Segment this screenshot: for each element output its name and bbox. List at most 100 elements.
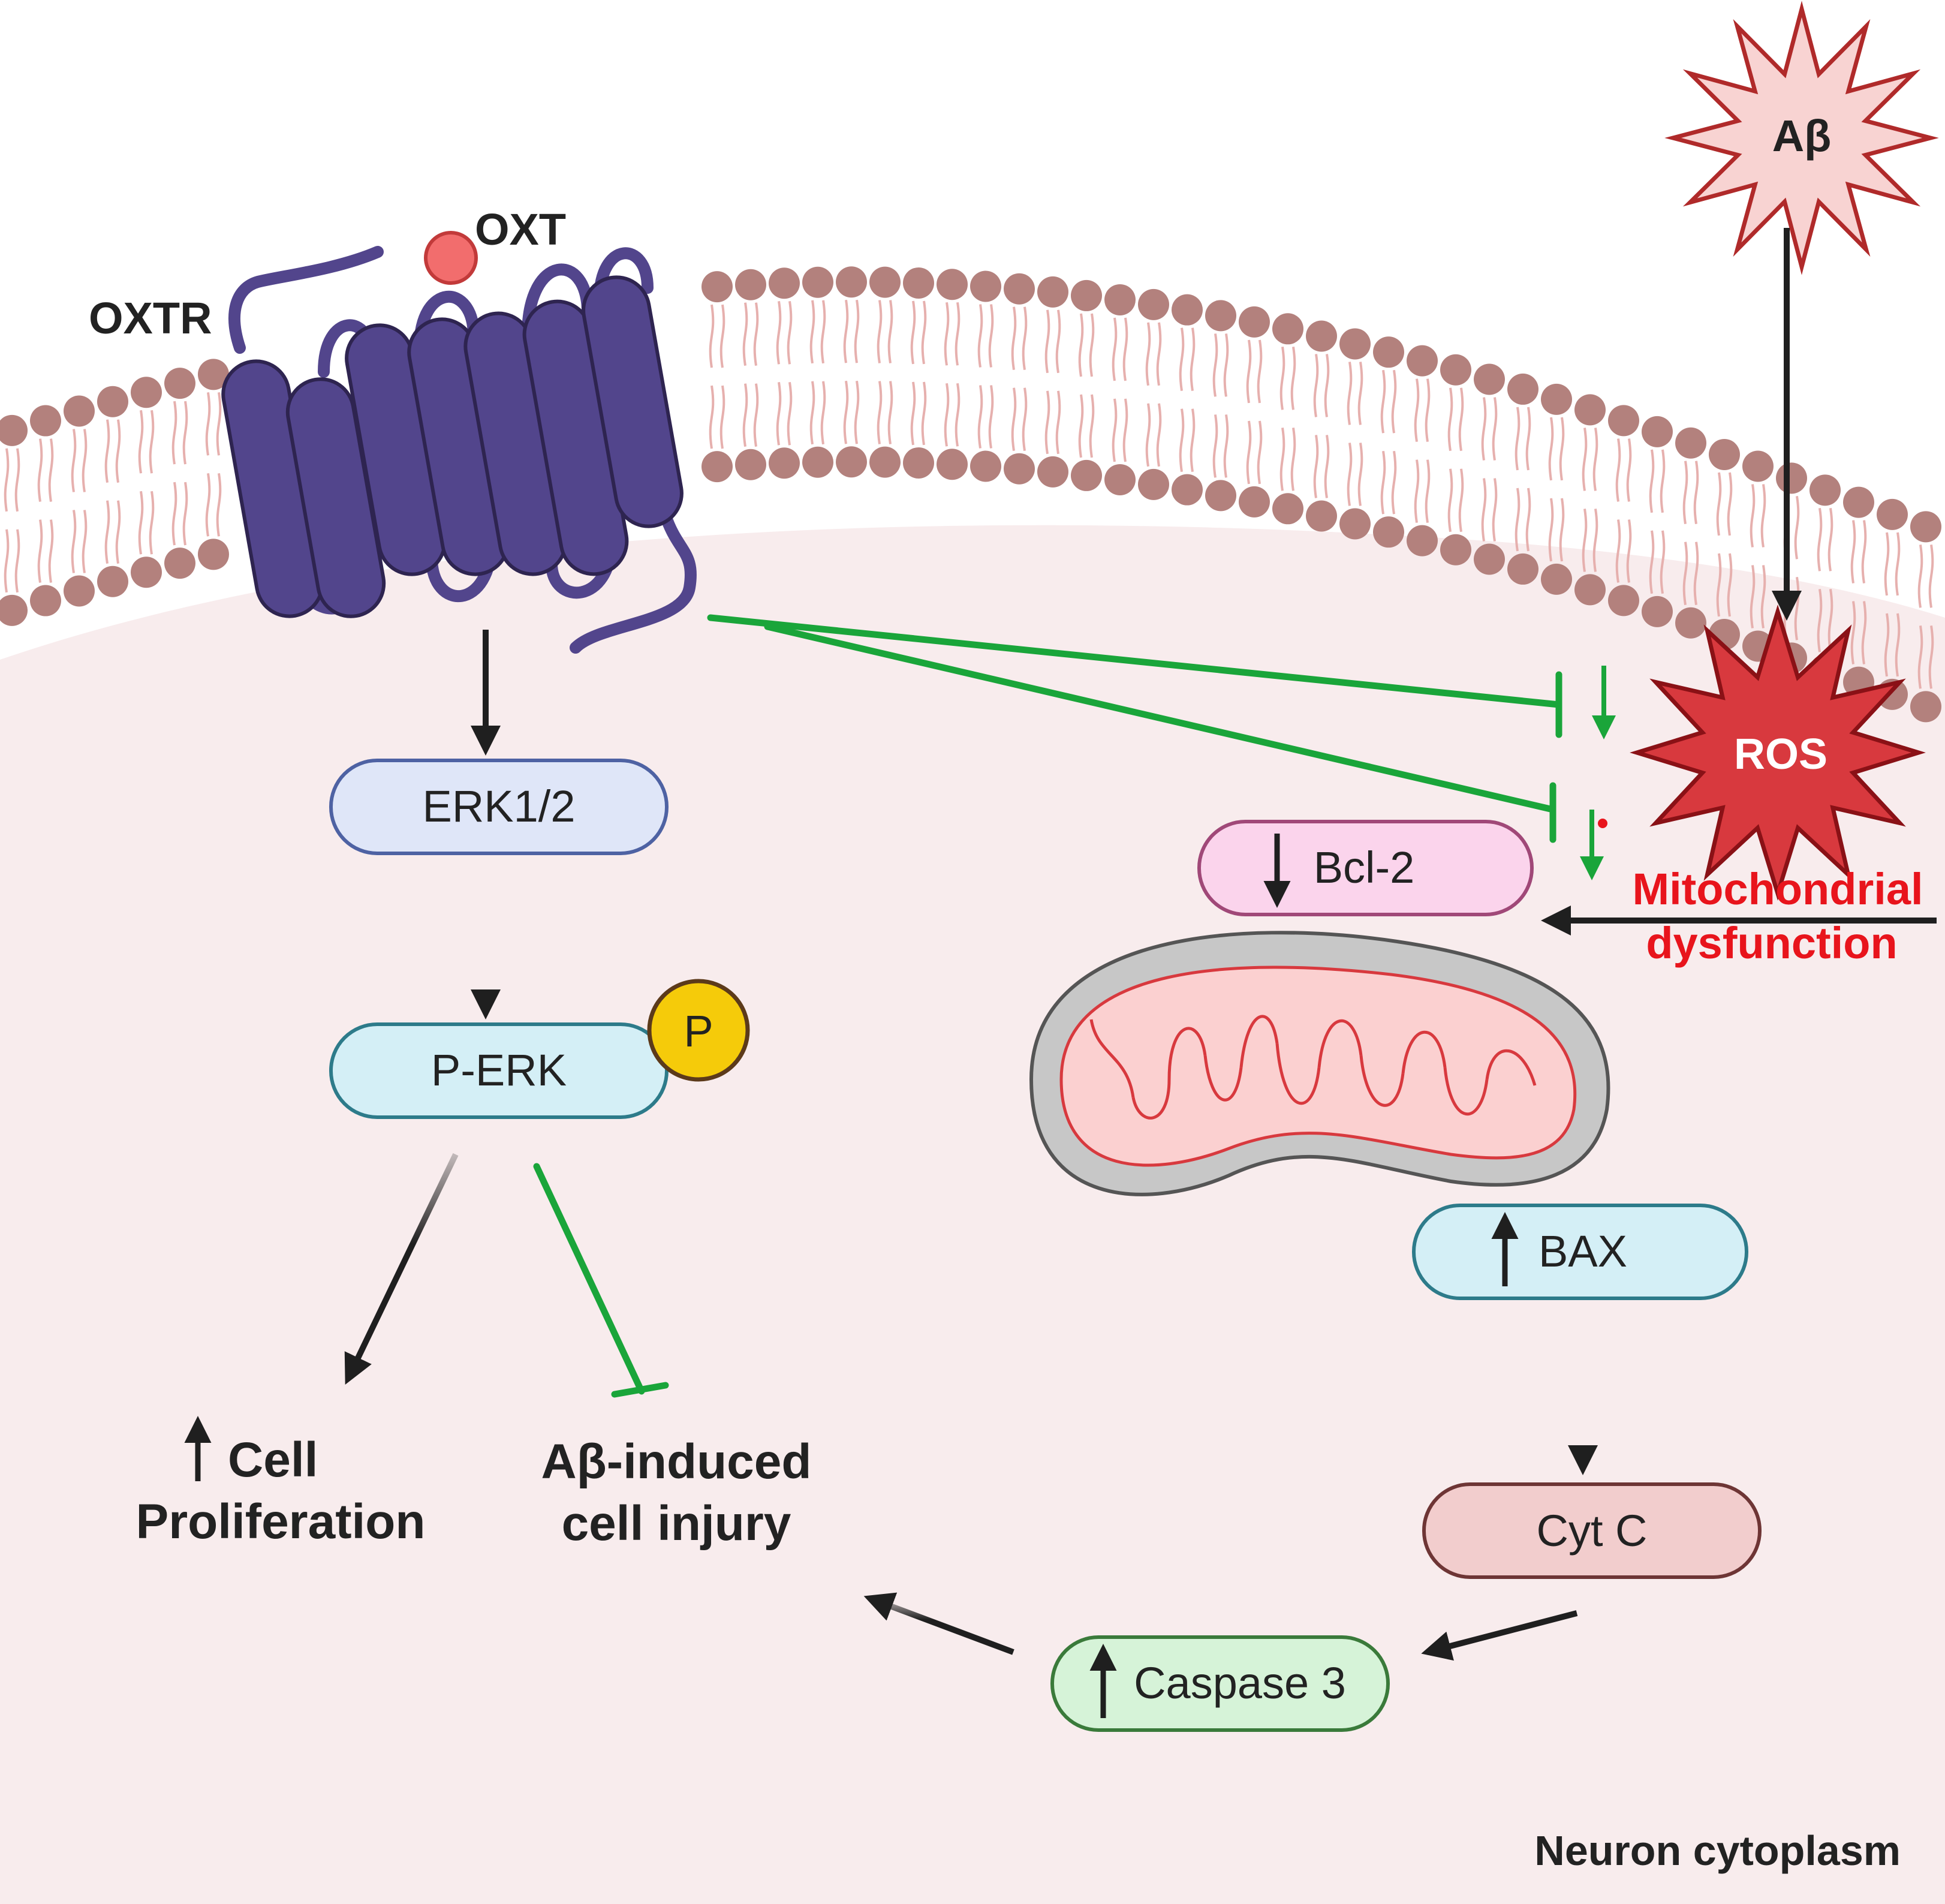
lipid-tail [1145, 403, 1151, 467]
lipid-tail [138, 410, 144, 474]
lipid-head [1642, 595, 1673, 627]
lipid-tail [1112, 317, 1118, 381]
lipid-head [198, 359, 229, 390]
perk-to-proliferation-arrow [344, 1153, 459, 1385]
lipid-head [769, 447, 800, 479]
lipid-head [701, 271, 733, 303]
oxtr-label: OXTR [89, 293, 212, 343]
lipid-head [1608, 405, 1639, 437]
lipid-tail [1391, 369, 1397, 434]
lipid-tail [1592, 509, 1598, 572]
lipid-head [903, 267, 934, 299]
lipid-tail [719, 304, 725, 368]
lipid-tail [854, 380, 860, 444]
lipid-head [97, 566, 128, 597]
lipid-head [1675, 607, 1706, 639]
lipid-head [1339, 328, 1371, 360]
lipid-tail [1179, 408, 1185, 472]
lipid-tail [1928, 625, 1934, 689]
lipid-tail [1257, 420, 1263, 485]
lipid-head [1474, 363, 1505, 395]
lipid-tail [1156, 403, 1162, 467]
lipid-tail [1055, 309, 1061, 374]
lipid-head [1541, 563, 1572, 595]
lipid-tail [1011, 306, 1017, 371]
lipid-tail [71, 510, 77, 573]
lipid-tail [14, 529, 20, 593]
cytc-to-casp3-arrow [1421, 1610, 1578, 1661]
lipid-tail [1458, 387, 1464, 452]
lipid-tail [1055, 390, 1061, 455]
lipid-tail [1515, 407, 1521, 471]
lipid-tail [216, 473, 222, 537]
lipid-head [701, 451, 733, 483]
lipid-head [735, 269, 766, 300]
lipid-tail [1582, 428, 1588, 491]
lipid-tail [1582, 509, 1588, 572]
lipid-tail [1827, 589, 1833, 652]
lipid-tail [1145, 322, 1151, 386]
lipid-tails [4, 299, 1934, 689]
lipid-tail [1022, 387, 1028, 452]
lipid-head [1675, 427, 1706, 459]
lipid-head [1205, 300, 1236, 332]
lipid-head [1071, 279, 1102, 311]
lipid-head [802, 446, 833, 478]
lipid-tail [1750, 484, 1756, 548]
lipid-head [1004, 273, 1035, 305]
lipid-tail [1850, 601, 1856, 664]
lipid-tail [1313, 435, 1319, 498]
red-dot [1598, 819, 1607, 828]
perk-node: P-ERK [329, 1022, 669, 1119]
lipid-tail [1122, 398, 1128, 462]
lipid-tail [1122, 317, 1128, 381]
perk-inhibits-injury [533, 1163, 669, 1398]
lipid-tail [955, 383, 961, 447]
lipid-tail [1649, 449, 1655, 513]
lipid-tail [1682, 542, 1688, 606]
lipid-tail [1895, 613, 1901, 677]
lipid-tail [887, 300, 893, 363]
mito-dysfunction-line2: dysfunction [1646, 918, 1897, 968]
lipid-head [1138, 288, 1169, 320]
lipid-head [1205, 480, 1236, 512]
lipid-tail [843, 299, 849, 363]
lipid-tail [37, 519, 43, 583]
lipid-tail [1313, 354, 1319, 417]
lipid-tail [205, 473, 211, 537]
lipid-tail [843, 380, 849, 444]
lipid-tail [1492, 397, 1498, 461]
lipid-tail [1750, 565, 1756, 628]
lipid-tail [1559, 417, 1565, 481]
lipid-tail [1727, 553, 1733, 617]
lipid-head [1809, 474, 1841, 506]
lipid-head [869, 446, 901, 478]
lipid-tail [776, 300, 782, 365]
lipid-tail [1817, 508, 1823, 571]
lipid-tail [820, 381, 826, 445]
lipid-tail [138, 491, 144, 555]
lipid-tail [1044, 309, 1050, 374]
bcl2-label: Bcl-2 [1314, 843, 1415, 892]
lipid-head [1172, 294, 1203, 326]
lipid-tail [988, 304, 994, 368]
lipid-tail [1525, 488, 1531, 552]
lipid-tail [977, 385, 983, 449]
lipid-head [1104, 284, 1136, 315]
lipid-tail [1380, 450, 1386, 515]
lipid-tail [1481, 478, 1487, 542]
lipid-tail [1458, 468, 1464, 533]
lipid-head [1339, 508, 1371, 540]
lipid-head [1776, 462, 1807, 494]
lipid-head [1138, 468, 1169, 500]
lipid-tail [171, 401, 177, 465]
lipid-head [97, 386, 128, 417]
lipid-head [1440, 534, 1471, 566]
perk-label: P-ERK [431, 1045, 567, 1095]
lipid-head [1474, 543, 1505, 575]
lipid-tail [1425, 378, 1431, 442]
lipid-tail [877, 381, 883, 444]
lipid-head [1407, 345, 1438, 377]
lipid-tail [1089, 313, 1095, 377]
lipid-tail [753, 383, 759, 447]
